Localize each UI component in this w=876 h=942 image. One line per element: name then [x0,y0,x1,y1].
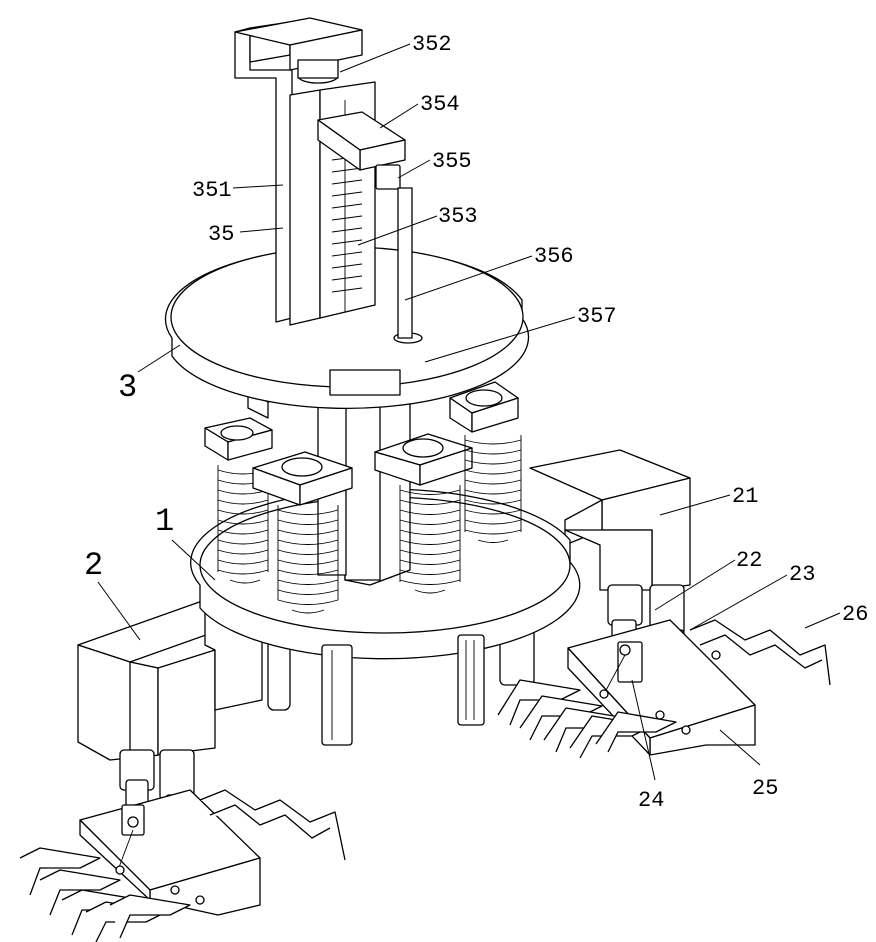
label-23: 23 [789,562,815,587]
spring-back-left [205,418,272,460]
label-24: 24 [638,788,664,813]
label-2: 2 [84,547,103,584]
label-35: 35 [208,222,234,247]
label-26: 26 [842,602,868,627]
label-356: 356 [534,244,574,269]
label-22: 22 [736,548,762,573]
label-357: 357 [577,304,617,329]
left-gripper [20,750,345,942]
label-354: 354 [420,92,460,117]
label-25: 25 [752,776,778,801]
label-355: 355 [432,149,472,174]
label-351: 351 [192,178,232,203]
label-352: 352 [412,32,452,57]
label-3: 3 [118,369,137,406]
label-353: 353 [438,204,478,229]
label-1: 1 [155,503,174,540]
label-21: 21 [732,484,758,509]
